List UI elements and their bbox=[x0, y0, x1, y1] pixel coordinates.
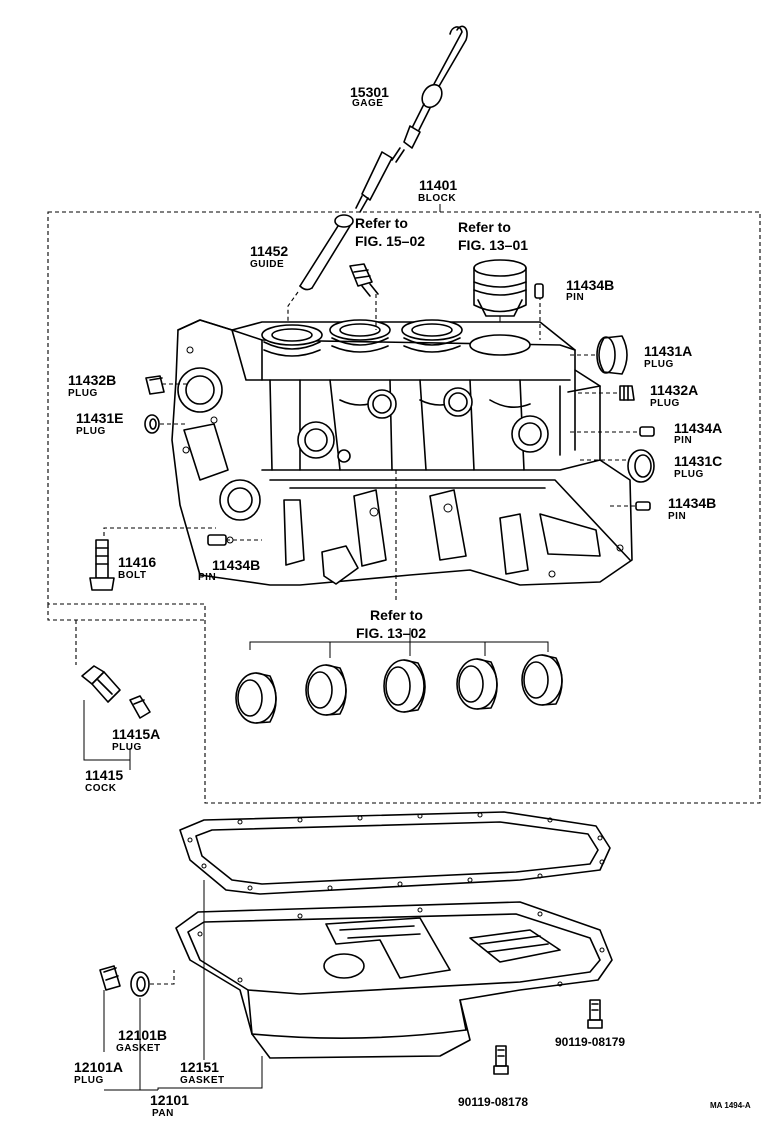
cylinder-block[interactable] bbox=[171, 319, 633, 586]
pin-11434b-right[interactable] bbox=[635, 501, 651, 511]
label-pin-low-number: 11434B bbox=[212, 557, 260, 573]
label-pan-gasket-number: 12151 bbox=[180, 1059, 219, 1075]
label-pan-gasket-name: GASKET bbox=[180, 1075, 225, 1086]
oil-pan-gasket[interactable] bbox=[179, 811, 611, 895]
label-bolt-code-lower: 90119-08178 bbox=[458, 1095, 528, 1109]
cock-group-boundary bbox=[47, 604, 205, 665]
drain-cock-plug[interactable] bbox=[129, 695, 151, 719]
label-plug-c-name: PLUG bbox=[674, 469, 704, 480]
drain-plug[interactable] bbox=[99, 965, 121, 991]
label-bolt-name: BOLT bbox=[118, 570, 146, 581]
drain-cock[interactable] bbox=[81, 665, 121, 703]
oil-pressure-sensor[interactable] bbox=[349, 263, 379, 297]
label-refer-c-line1: Refer to bbox=[370, 607, 423, 623]
drain-plug-gasket[interactable] bbox=[130, 971, 150, 997]
label-plug-2a-number: 11432A bbox=[650, 382, 698, 398]
label-refer-a-line1: Refer to bbox=[355, 215, 408, 231]
pin-11434b-low[interactable] bbox=[207, 534, 227, 546]
label-plug-a-name: PLUG bbox=[644, 359, 674, 370]
label-plug-2b-name: PLUG bbox=[68, 388, 98, 399]
label-cock-plug-name: PLUG bbox=[112, 742, 142, 753]
label-plug-2a-name: PLUG bbox=[650, 398, 680, 409]
label-drain-plug-number: 12101A bbox=[74, 1059, 123, 1075]
label-plug-e-number: 11431E bbox=[76, 410, 124, 426]
label-plug-a-number: 11431A bbox=[644, 343, 692, 359]
plug-11432a[interactable] bbox=[619, 385, 635, 401]
label-gage-name: GAGE bbox=[352, 98, 383, 109]
label-guide-number: 11452 bbox=[250, 243, 288, 259]
label-pin-right-name: PIN bbox=[668, 511, 686, 522]
plug-11431a[interactable] bbox=[596, 335, 628, 375]
pin-11434b-top[interactable] bbox=[534, 283, 544, 299]
piston[interactable] bbox=[473, 259, 527, 317]
plug-11431c[interactable] bbox=[627, 449, 655, 483]
oil-level-gage-guide[interactable] bbox=[299, 214, 354, 291]
label-pin-top-number: 11434B bbox=[566, 277, 614, 293]
pin-11434a[interactable] bbox=[639, 426, 655, 437]
label-pan-name: PAN bbox=[152, 1108, 174, 1119]
label-drain-plug-name: PLUG bbox=[74, 1075, 104, 1086]
label-block-name: BLOCK bbox=[418, 193, 456, 204]
bolt-11416-path bbox=[103, 527, 216, 536]
label-refer-b-line1: Refer to bbox=[458, 219, 511, 235]
label-cock-plug-number: 11415A bbox=[112, 726, 160, 742]
oil-level-gage[interactable] bbox=[355, 25, 468, 213]
label-gage-number: 15301 bbox=[350, 84, 389, 100]
label-refer-b-line2: FIG. 13–01 bbox=[458, 237, 528, 253]
label-pan-number: 12101 bbox=[150, 1092, 189, 1108]
plug-11432b[interactable] bbox=[145, 375, 165, 395]
plug-11431e[interactable] bbox=[144, 414, 160, 434]
cock-bracket bbox=[83, 700, 131, 770]
drain-plug-path bbox=[150, 970, 175, 985]
label-bolt-number: 11416 bbox=[118, 554, 156, 570]
drain-group-bracket bbox=[103, 990, 158, 1091]
label-pin-low-name: PIN bbox=[198, 572, 216, 583]
pan-bolt-upper[interactable] bbox=[587, 999, 603, 1029]
label-guide-name: GUIDE bbox=[250, 259, 284, 270]
label-cock-name: COCK bbox=[85, 783, 117, 794]
bolt-11416[interactable] bbox=[89, 539, 115, 591]
label-pin-top-name: PIN bbox=[566, 292, 584, 303]
main-bearings[interactable] bbox=[235, 628, 563, 724]
label-drain-gasket-number: 12101B bbox=[118, 1027, 167, 1043]
label-drawing-code: MA 1494-A bbox=[710, 1101, 751, 1110]
pan-leader bbox=[157, 1056, 263, 1090]
label-refer-a-line2: FIG. 15–02 bbox=[355, 233, 425, 249]
label-pin-right-number: 11434B bbox=[668, 495, 716, 511]
oil-pan[interactable] bbox=[175, 901, 613, 1059]
label-cock-number: 11415 bbox=[85, 767, 123, 783]
label-plug-2b-number: 11432B bbox=[68, 372, 116, 388]
label-drain-gasket-name: GASKET bbox=[116, 1043, 161, 1054]
label-refer-c-line2: FIG. 13–02 bbox=[356, 625, 426, 641]
label-pin-a-number: 11434A bbox=[674, 420, 722, 436]
label-plug-e-name: PLUG bbox=[76, 426, 106, 437]
pan-bolt-lower[interactable] bbox=[493, 1045, 509, 1075]
label-block-number: 11401 bbox=[419, 177, 457, 193]
label-pin-a-name: PIN bbox=[674, 435, 692, 446]
label-plug-c-number: 11431C bbox=[674, 453, 722, 469]
label-bolt-code-upper: 90119-08179 bbox=[555, 1035, 625, 1049]
